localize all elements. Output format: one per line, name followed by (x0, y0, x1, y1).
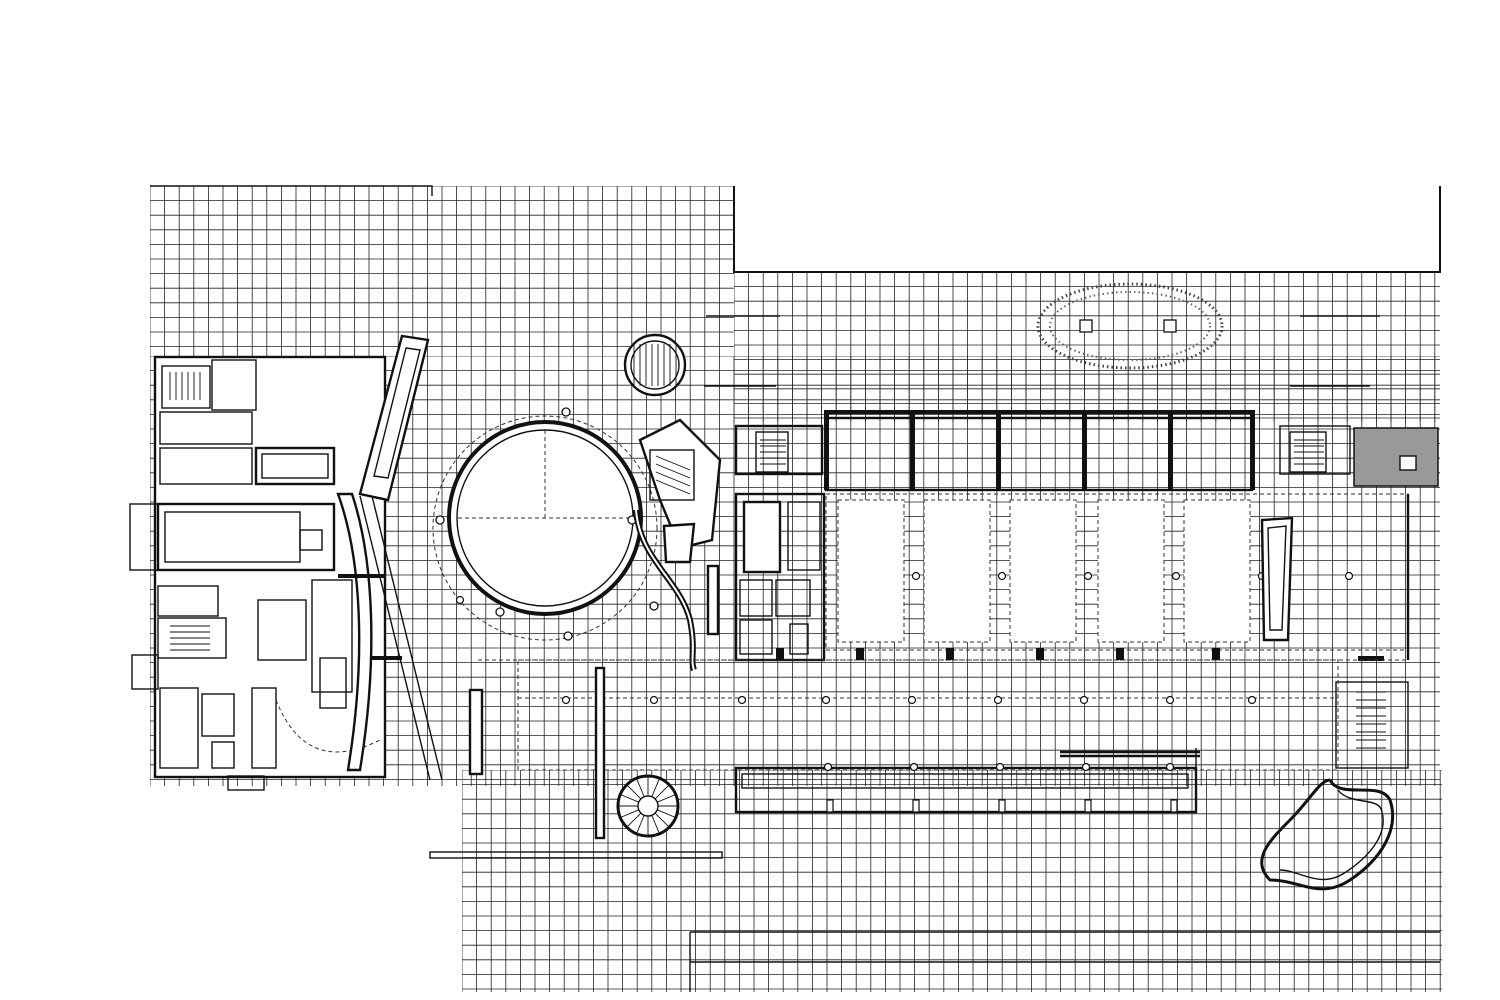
column (821, 695, 831, 705)
gallery-column (1083, 571, 1093, 581)
paving-grid-south (462, 770, 1442, 992)
spiral-tread (657, 794, 676, 803)
pier (1212, 648, 1220, 660)
bay-walls (824, 410, 1255, 490)
bay-wall (824, 410, 829, 490)
pier (998, 799, 1006, 813)
column (993, 695, 1003, 705)
angled-wall (336, 334, 443, 781)
site-boundary (150, 185, 1441, 992)
gallery-room (837, 499, 905, 643)
round-gallery (432, 333, 722, 672)
pier (1116, 648, 1124, 660)
gallery-room (923, 499, 991, 643)
garden-path (1260, 778, 1395, 891)
gallery-room (1097, 499, 1165, 643)
bay-wall (1250, 410, 1255, 490)
bay-wall (996, 410, 1001, 490)
spiral-stair (616, 774, 680, 838)
west-wing (129, 355, 387, 791)
spiral-tread (626, 784, 642, 800)
column (1165, 762, 1175, 772)
spiral-tread (654, 812, 670, 828)
pier (946, 648, 954, 660)
north-courtyard (704, 282, 1380, 387)
pier (776, 648, 784, 660)
spiral-tread (636, 815, 645, 834)
pier (1036, 648, 1044, 660)
spiral-tread (626, 812, 642, 828)
pier (1170, 799, 1178, 813)
gallery-column (1171, 571, 1181, 581)
structural-columns (455, 571, 1354, 813)
spiral-tread (654, 784, 670, 800)
column (561, 695, 571, 705)
gallery-rooms (837, 499, 1267, 643)
east-stair-south (1356, 691, 1386, 749)
pier (1084, 799, 1092, 813)
column (823, 762, 833, 772)
spiral-tread (651, 778, 660, 797)
column (1344, 571, 1354, 581)
east-gallery-block (734, 410, 1439, 769)
spiral-tread (651, 815, 660, 834)
bay-wall (910, 410, 915, 490)
column (995, 762, 1005, 772)
spiral-tread (636, 778, 645, 797)
east-stair-north-west (760, 439, 786, 465)
bay-wall (1168, 410, 1173, 490)
pier (826, 799, 834, 813)
round-gallery-stair (655, 455, 691, 495)
spiral-tread (657, 809, 676, 818)
column (649, 695, 659, 705)
gallery-column (911, 571, 921, 581)
column (1081, 762, 1091, 772)
round-tower-lines (633, 344, 677, 386)
column (1247, 695, 1257, 705)
column (455, 595, 465, 605)
west-stair-middle (170, 625, 210, 651)
pier (856, 648, 864, 660)
spiral-tread (620, 794, 639, 803)
spiral-tread (620, 809, 639, 818)
pier (912, 799, 920, 813)
column (1165, 695, 1175, 705)
column (737, 695, 747, 705)
bay-wall (1082, 410, 1087, 490)
gallery-column (997, 571, 1007, 581)
column (909, 762, 919, 772)
west-stair-north (169, 372, 201, 400)
column (1079, 695, 1089, 705)
column (907, 695, 917, 705)
paving-grid-west (150, 186, 734, 356)
bay-wall-top (826, 410, 1252, 414)
gallery-room (1183, 499, 1251, 643)
east-stair-north-east (1294, 439, 1324, 465)
gallery-room (1009, 499, 1077, 643)
